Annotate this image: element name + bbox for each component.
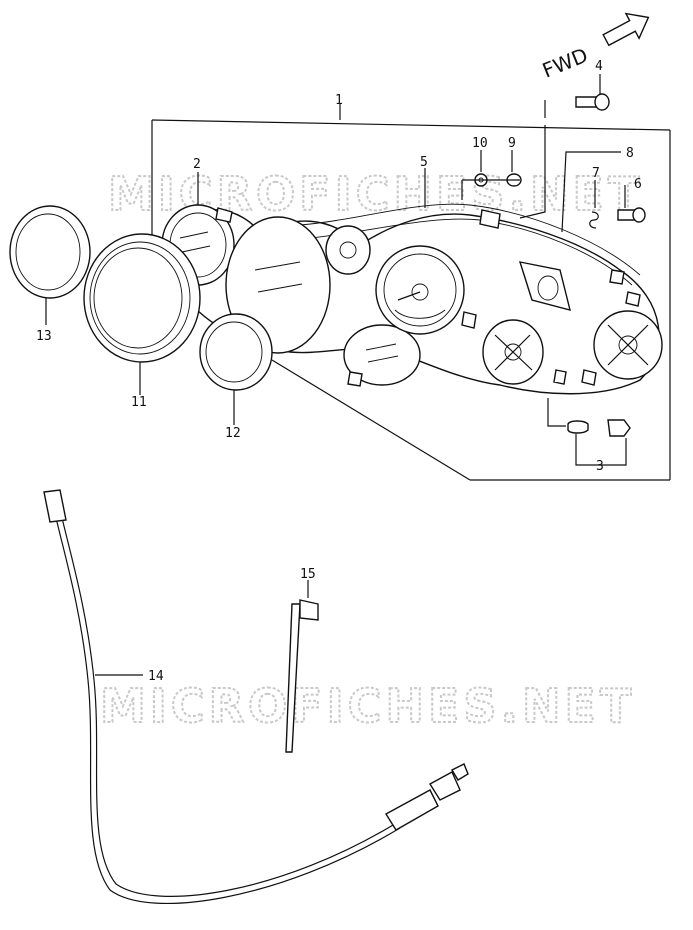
callout-12: 12	[225, 426, 241, 441]
part-13-ring	[9, 205, 91, 299]
gauge-dial-tachometer	[375, 245, 465, 335]
leader-lines	[45, 74, 627, 676]
callout-3: 3	[596, 459, 604, 474]
callout-2: 2	[193, 157, 201, 172]
callout-9: 9	[508, 136, 516, 151]
callout-11: 11	[131, 395, 147, 410]
part-15-cable-tie	[285, 599, 319, 753]
callout-15: 15	[300, 567, 316, 582]
gauge-top-small	[325, 225, 371, 275]
callout-6: 6	[634, 177, 642, 192]
part-14-cable	[43, 489, 469, 904]
callout-10: 10	[472, 136, 488, 151]
gauge-lower-small	[343, 324, 421, 386]
callout-13: 13	[36, 329, 52, 344]
part-6-screw	[617, 207, 646, 223]
callout-14: 14	[148, 669, 164, 684]
part-3-bulbs	[567, 419, 631, 437]
callout-7: 7	[592, 166, 600, 181]
mount-brackets	[215, 207, 641, 387]
callouts: 1 2 3 4 5 6 7 8 9 10 11 12 13 14 15	[36, 59, 642, 684]
callout-5: 5	[420, 155, 428, 170]
fwd-label: FWD	[539, 43, 591, 83]
part-7-clip	[589, 211, 599, 229]
arrow-right-icon	[602, 12, 650, 47]
watermark-bottom: MICROFICHES.NET	[100, 679, 635, 733]
indicator-window	[518, 261, 571, 311]
callout-1: 1	[335, 93, 343, 108]
part-4-screw	[575, 93, 610, 111]
bulb-socket-left	[482, 319, 544, 385]
assembly-outline	[151, 119, 671, 481]
part-11-ring	[83, 233, 201, 363]
callout-4: 4	[595, 59, 603, 74]
part-12-ring	[199, 313, 273, 391]
callout-8: 8	[626, 146, 634, 161]
bulb-socket-right	[593, 310, 663, 380]
